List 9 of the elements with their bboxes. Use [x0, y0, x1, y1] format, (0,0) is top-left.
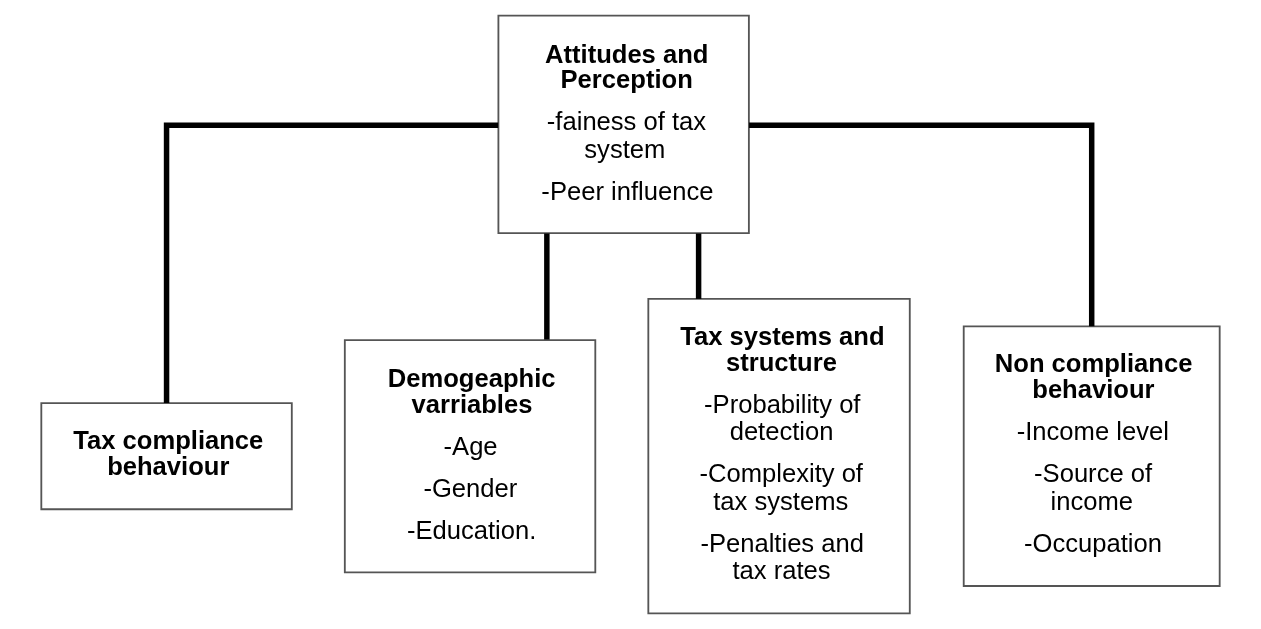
node-box: Attitudes and Perception -fainess of tax system -Peer influence — [497, 14, 750, 235]
connector — [695, 233, 702, 299]
node-box: Non compliance behaviour -Income level -Source of income -Occupation — [962, 325, 1221, 587]
node-box: Tax compliance behaviour — [40, 402, 293, 511]
connector — [163, 122, 499, 404]
node-box: Tax systems and structure -Probability of detection -Complexity of tax systems -Penalties and tax rates — [647, 298, 911, 615]
connector — [544, 233, 550, 340]
node-box: Demogeaphic varriables -Age -Gender -Education. — [343, 339, 597, 574]
connector — [749, 122, 1095, 327]
